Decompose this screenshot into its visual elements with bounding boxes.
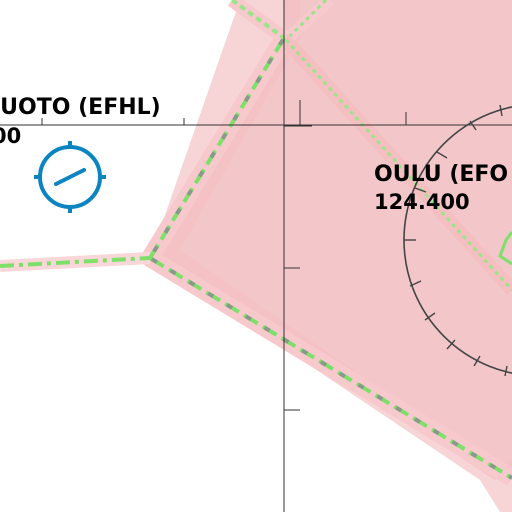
efou-label: OULU (EFO 124.400 <box>374 162 508 214</box>
efou-frequency: 124.400 <box>374 190 470 214</box>
oulu-control-zone[interactable] <box>150 0 512 512</box>
efhl-name: JUOTO (EFHL) <box>0 95 161 120</box>
efhl-label: JUOTO (EFHL) 00 <box>0 95 161 148</box>
zone-inner-fill <box>180 0 512 466</box>
efhl-frequency: 00 <box>0 124 21 148</box>
efou-name: OULU (EFO <box>374 162 508 187</box>
ctr-boundary-fragment <box>498 231 512 266</box>
compass-rose <box>403 104 512 377</box>
fir-boundary-lines <box>0 0 512 480</box>
aerodrome-icon[interactable] <box>34 141 106 213</box>
